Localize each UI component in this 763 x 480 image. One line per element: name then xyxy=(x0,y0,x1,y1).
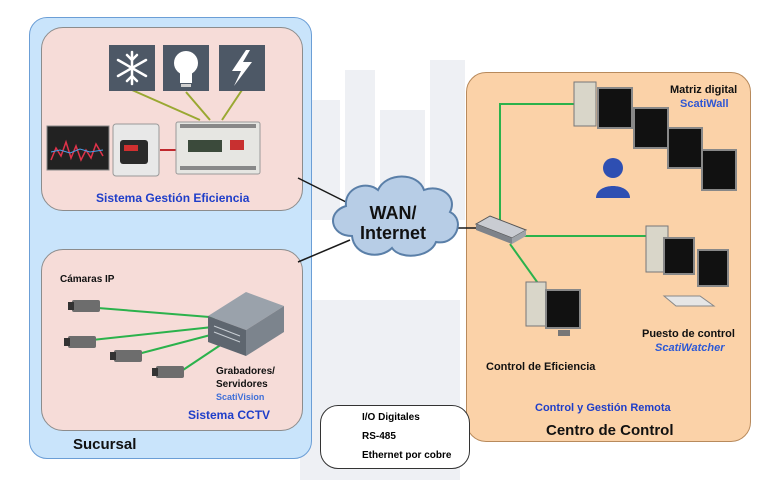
recorders-product-label: ScatiVision xyxy=(216,392,265,402)
legend-label-ethernet: Ethernet por cobre xyxy=(362,450,452,461)
ip-camera-3 xyxy=(110,350,142,362)
recorders-label-line1: Grabadores/ xyxy=(216,366,275,377)
wan-cloud-icon xyxy=(332,175,459,257)
efficiency-system-title: Sistema Gestión Eficiencia xyxy=(96,191,250,205)
recorder-server-icon xyxy=(208,292,284,356)
control-center-title: Centro de Control xyxy=(546,422,674,439)
legend-box xyxy=(320,405,470,469)
ip-camera-2 xyxy=(64,336,96,348)
recorders-label-line2: Servidores xyxy=(216,379,268,390)
legend-label-rs485: RS-485 xyxy=(362,431,396,442)
energy-monitor-screen xyxy=(46,125,110,171)
control-station-computer xyxy=(645,225,729,307)
ip-camera-1 xyxy=(68,300,100,312)
ip-cameras-label: Cámaras IP xyxy=(60,274,115,285)
wan-label: WAN/ Internet xyxy=(358,203,428,243)
snowflake-icon xyxy=(109,45,155,91)
cctv-ethernet-lines xyxy=(91,307,229,373)
controller-device xyxy=(112,123,160,177)
cctv-system-title: Sistema CCTV xyxy=(188,408,271,422)
lightning-icon xyxy=(219,45,265,91)
efficiency-control-computer xyxy=(525,281,581,336)
control-center-subtitle: Control y Gestión Remota xyxy=(535,402,671,414)
operator-user-icon xyxy=(596,158,630,198)
ip-camera-4 xyxy=(152,366,184,378)
io-module-device xyxy=(175,121,261,175)
branch-title: Sucursal xyxy=(73,436,137,453)
wan-link-cctv xyxy=(297,239,351,263)
wan-label-line2: Internet xyxy=(359,223,426,243)
efficiency-control-label: Control de Eficiencia xyxy=(486,361,596,373)
control-station-label: Puesto de control xyxy=(642,328,735,340)
wan-link-efficiency xyxy=(297,177,353,206)
video-wall-monitors xyxy=(573,81,737,191)
io-digital-lines xyxy=(131,89,243,121)
legend-label-io: I/O Digitales xyxy=(362,412,420,423)
network-switch-icon xyxy=(474,215,528,244)
control-station-product-label: ScatiWatcher xyxy=(655,342,725,354)
center-ethernet-lines xyxy=(499,103,650,287)
matrix-product-label: ScatiWall xyxy=(680,98,729,110)
matrix-label: Matriz digital xyxy=(670,84,738,96)
wan-label-line1: WAN/ xyxy=(369,203,417,223)
lightbulb-icon xyxy=(163,45,209,91)
